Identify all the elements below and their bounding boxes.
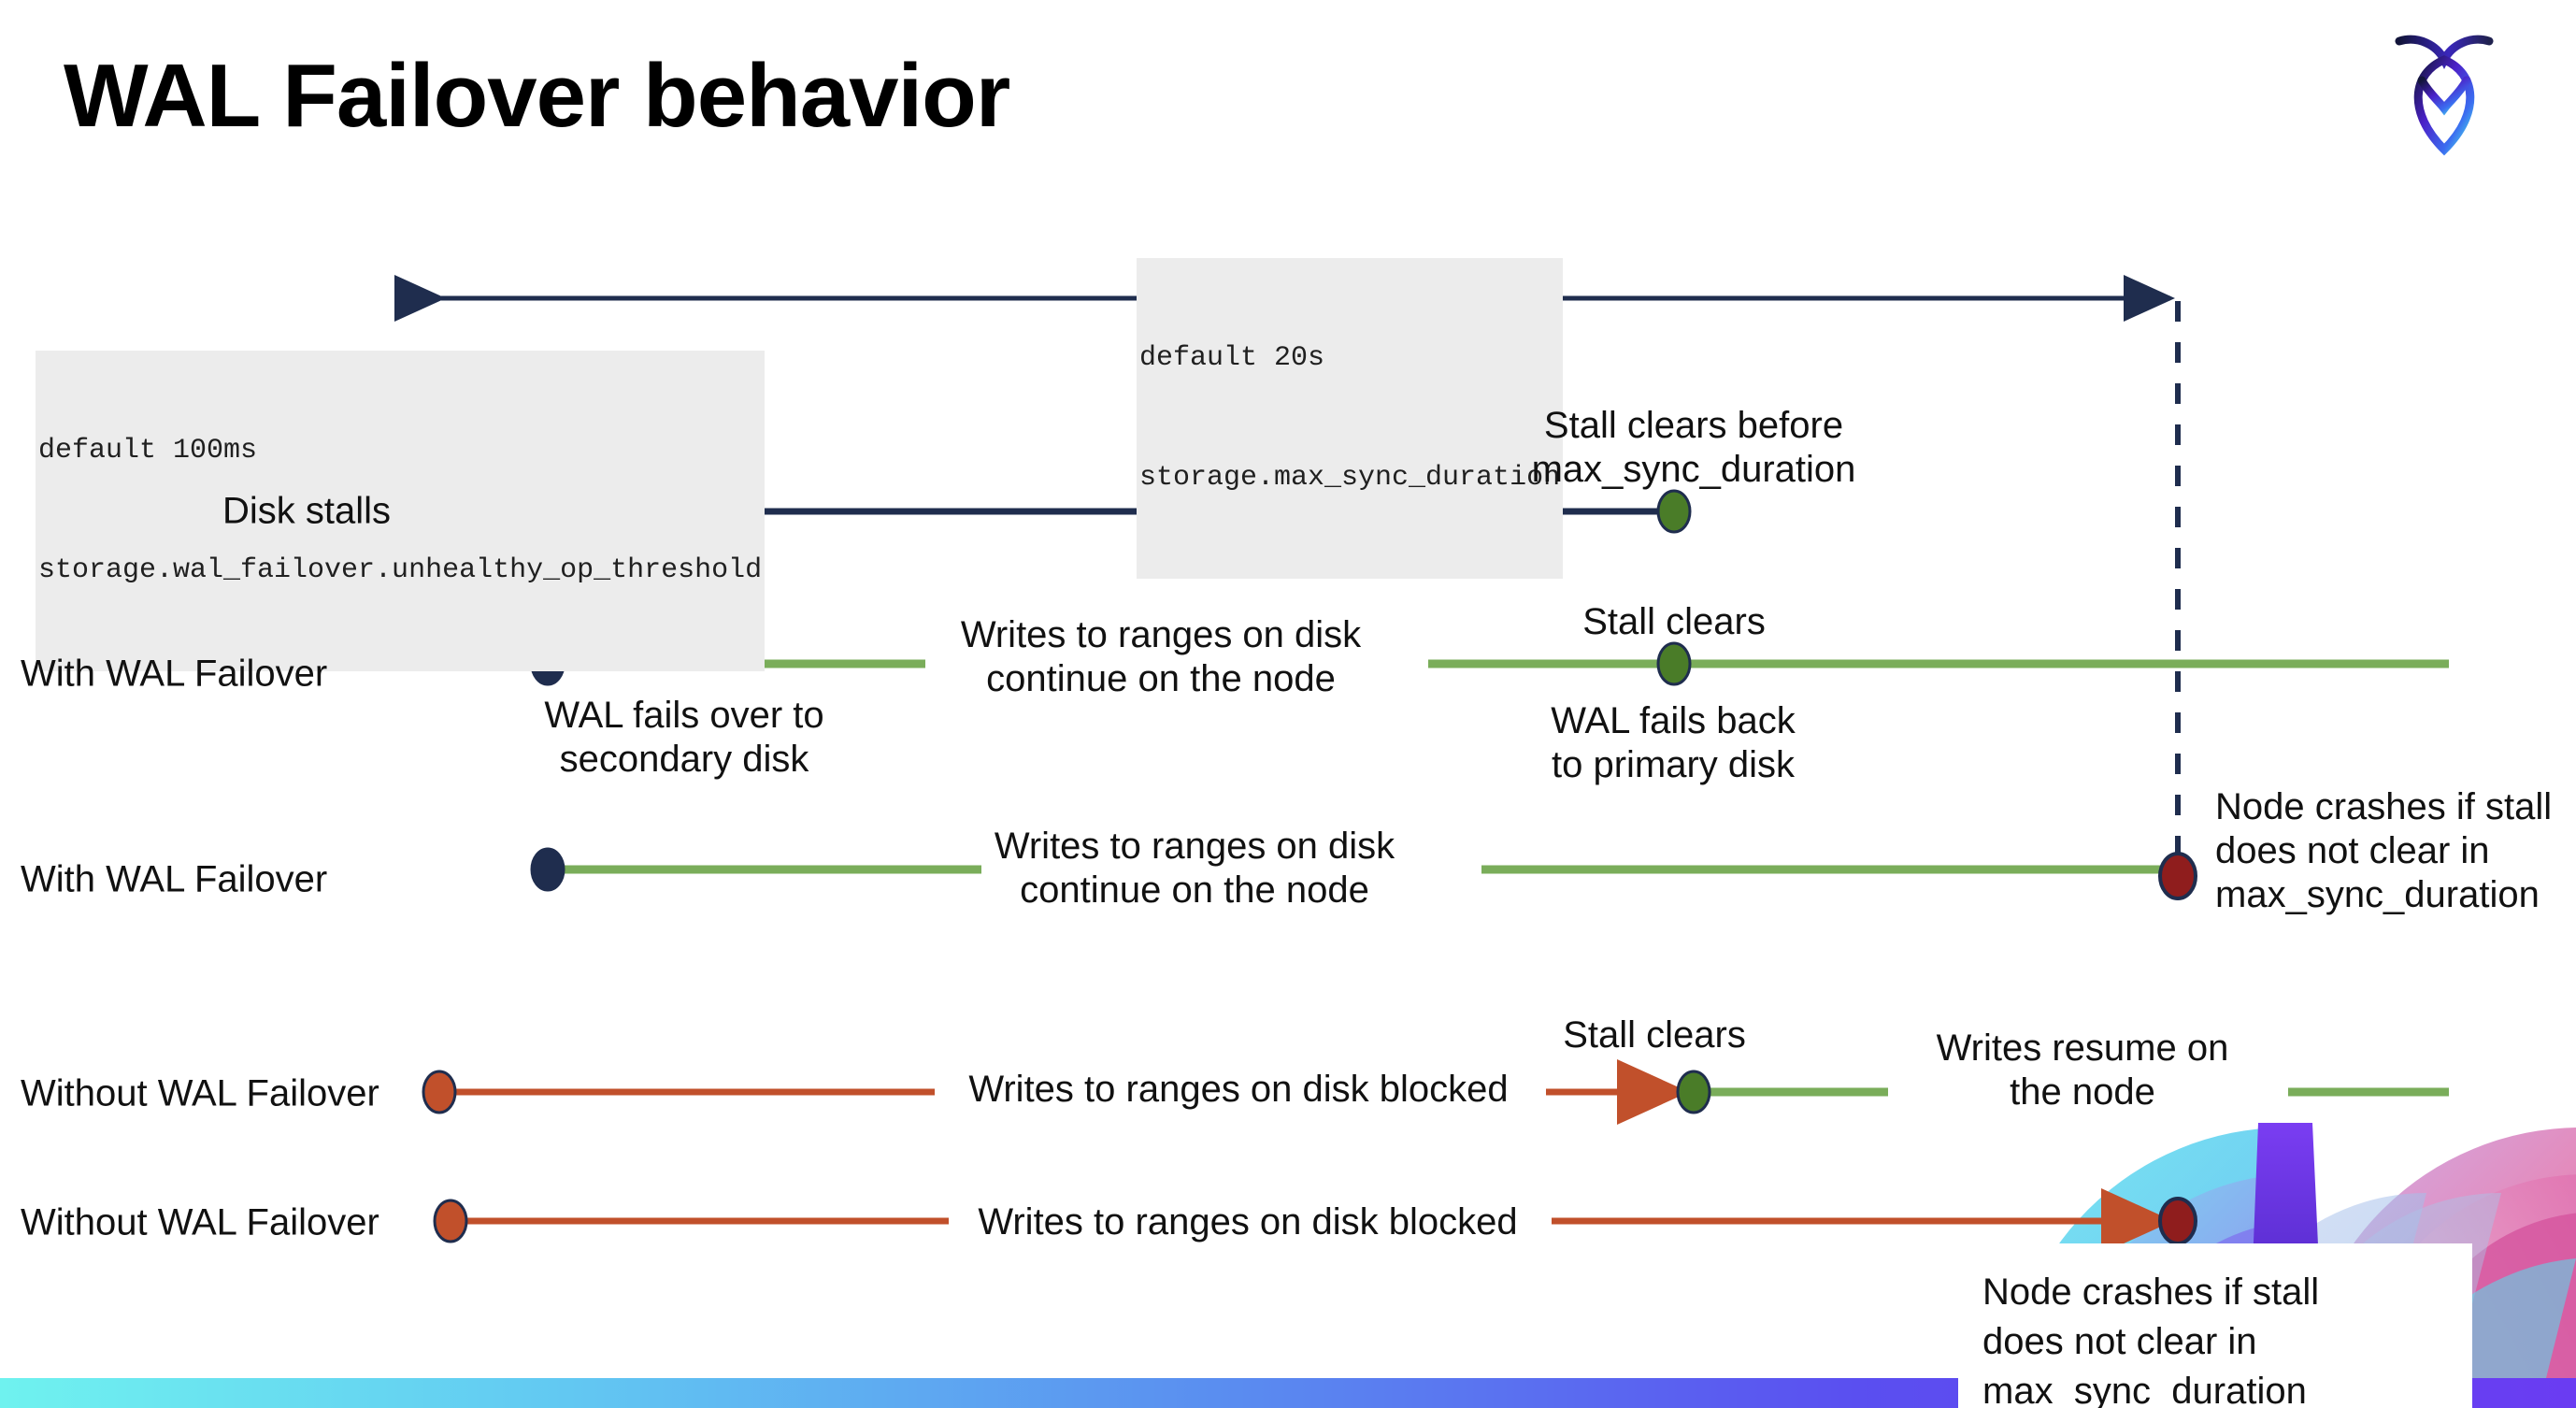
annotation-writes-blocked-1: Writes to ranges on disk blocked — [968, 1069, 1509, 1110]
marker-wal-fails-over — [530, 847, 565, 892]
row-label-disk-stalls: Disk stalls — [222, 490, 392, 532]
marker-node-crash — [2158, 1197, 2197, 1245]
setting-unhealthy-default: default 100ms — [38, 435, 258, 467]
page-title: WAL Failover behavior — [64, 46, 1010, 146]
marker-stall-start — [422, 1070, 457, 1114]
annotation-wal-fails-back: WAL fails back to primary disk — [1551, 700, 1796, 786]
setting-max-sync-duration: default 20s storage.max_sync_duration — [1137, 258, 1564, 579]
marker-stall-clears — [1656, 641, 1692, 686]
setting-max-sync-default: default 20s — [1139, 342, 1325, 375]
setting-max-sync-name: storage.max_sync_duration — [1139, 461, 1561, 494]
row-with-wal-failover-2-timeline — [530, 847, 2197, 900]
annotation-wal-fails-over: WAL fails over to secondary disk — [544, 695, 824, 781]
annotation-writes-blocked-2: Writes to ranges on disk blocked — [978, 1201, 1518, 1243]
annotation-stall-clears-b: Stall clears — [1563, 1014, 1746, 1056]
setting-unhealthy-op-threshold: default 100ms storage.wal_failover.unhea… — [36, 351, 766, 671]
annotation-writes-continue-1: Writes to ranges on disk continue on the… — [960, 614, 1362, 700]
annotation-stall-clears-a: Stall clears — [1582, 601, 1766, 642]
annotation-stall-clears-before: Stall clears before max_sync_duration — [1531, 405, 1856, 491]
callout-node-crashes-2: Node crashes if stall does not clear in … — [1958, 1243, 2472, 1408]
marker-stall-clears — [1656, 489, 1692, 534]
row-label-with-wal-failover-1: With WAL Failover — [21, 653, 328, 695]
row-label-without-wal-failover-1: Without WAL Failover — [21, 1072, 379, 1114]
annotation-node-crashes-1: Node crashes if stall does not clear in … — [2215, 786, 2553, 916]
cockroachdb-logo — [2388, 28, 2500, 159]
row-label-with-wal-failover-2: With WAL Failover — [21, 858, 328, 900]
marker-stall-clears — [1676, 1070, 1711, 1114]
row-without-wal-failover-2-timeline — [433, 1188, 2197, 1254]
row-without-wal-failover-1-timeline — [422, 1059, 2449, 1125]
setting-unhealthy-name: storage.wal_failover.unhealthy_op_thresh… — [38, 553, 763, 586]
marker-stall-start — [433, 1199, 468, 1243]
marker-node-crash — [2158, 852, 2197, 900]
annotation-writes-continue-2: Writes to ranges on disk continue on the… — [994, 826, 1395, 912]
row-label-without-wal-failover-2: Without WAL Failover — [21, 1201, 379, 1243]
row-with-wal-failover-1-timeline — [530, 641, 2449, 686]
annotation-writes-resume: Writes resume on the node — [1936, 1027, 2229, 1113]
